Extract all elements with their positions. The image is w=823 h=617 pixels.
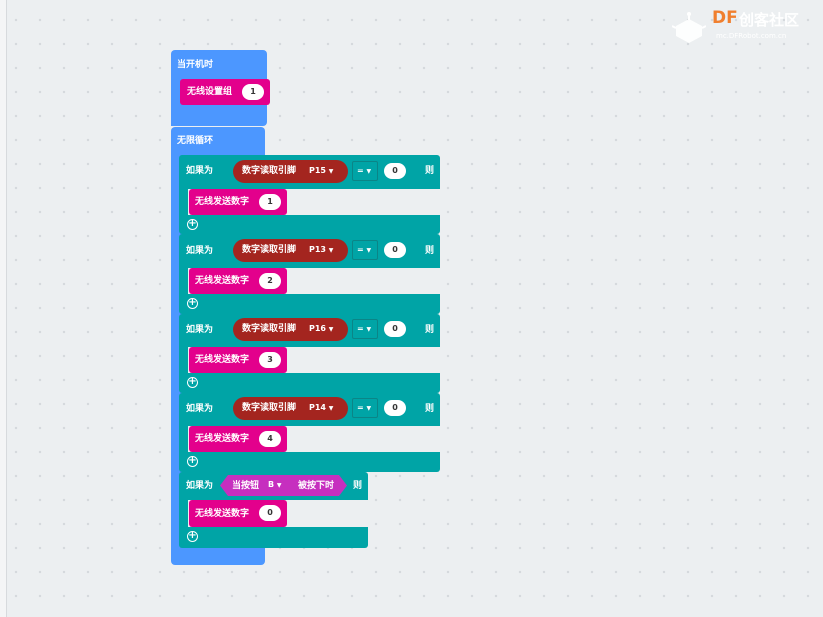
pin-dropdown[interactable]: P14 ▼ <box>309 400 333 417</box>
digital-read-pin-block[interactable]: 数字读取引脚 P13 ▼ <box>233 239 348 262</box>
digital-read-pin-block[interactable]: 数字读取引脚 P15 ▼ <box>233 160 348 183</box>
on-start-label: 当开机时 <box>177 60 214 70</box>
digital-read-pin-block[interactable]: 数字读取引脚 P16 ▼ <box>233 318 348 341</box>
send-value-input[interactable]: 1 <box>259 194 281 210</box>
logo-url: mc.DFRobot.com.cn <box>716 32 787 40</box>
compare-operator[interactable]: = ▼ <box>352 319 378 339</box>
chevron-down-icon: ▼ <box>328 405 334 412</box>
pin-dropdown[interactable]: P13 ▼ <box>309 242 333 259</box>
pin-value: P15 <box>309 166 326 175</box>
add-else-icon[interactable]: + <box>187 218 198 230</box>
send-value-input[interactable]: 0 <box>259 505 281 521</box>
radio-send-number-block[interactable]: 无线发送数字 2 <box>189 268 287 294</box>
send-value-input[interactable]: 4 <box>259 431 281 447</box>
compare-operator[interactable]: = ▼ <box>352 161 378 181</box>
compare-operator[interactable]: = ▼ <box>352 398 378 418</box>
compare-value-input[interactable]: 0 <box>384 321 406 337</box>
add-else-icon[interactable]: + <box>187 376 198 388</box>
radio-send-number-block[interactable]: 无线发送数字 0 <box>189 500 287 527</box>
button-dropdown[interactable]: B ▼ <box>268 477 282 494</box>
compare-value-input[interactable]: 0 <box>384 400 406 416</box>
radio-send-number-block[interactable]: 无线发送数字 3 <box>189 347 287 373</box>
add-else-icon[interactable]: + <box>187 530 198 542</box>
pressed-label: 被按下时 <box>298 481 335 491</box>
logo-brand: DF <box>712 8 738 28</box>
send-value-input[interactable]: 2 <box>259 273 281 289</box>
digital-read-pin-block[interactable]: 数字读取引脚 P14 ▼ <box>233 397 348 420</box>
chevron-down-icon: ▼ <box>366 168 372 175</box>
pin-value: P16 <box>309 324 326 333</box>
if-label: 如果为 <box>186 404 214 414</box>
then-label: 则 <box>353 481 363 491</box>
robot-icon <box>672 12 706 43</box>
operator-value: = <box>357 166 364 175</box>
operator-value: = <box>357 403 364 412</box>
chevron-down-icon: ▼ <box>276 482 282 489</box>
then-label: 则 <box>425 166 435 176</box>
radio-send-label: 无线发送数字 <box>195 355 250 365</box>
radio-set-group-block[interactable]: 无线设置组 1 <box>180 79 270 105</box>
chevron-down-icon: ▼ <box>328 247 334 254</box>
if-label: 如果为 <box>186 325 214 335</box>
radio-send-number-block[interactable]: 无线发送数字 1 <box>189 189 287 215</box>
chevron-down-icon: ▼ <box>366 405 372 412</box>
radio-set-group-label: 无线设置组 <box>187 87 233 97</box>
operator-value: = <box>357 245 364 254</box>
radio-send-label: 无线发送数字 <box>195 434 250 444</box>
digital-read-label: 数字读取引脚 <box>242 166 297 176</box>
chevron-down-icon: ▼ <box>366 247 372 254</box>
button-pressed-block[interactable]: 当按钮 B ▼ 被按下时 <box>220 475 347 496</box>
logo-text: 创客社区 <box>739 11 800 29</box>
chevron-down-icon: ▼ <box>328 326 334 333</box>
radio-send-label: 无线发送数字 <box>195 197 250 207</box>
then-label: 则 <box>425 246 435 256</box>
add-else-icon[interactable]: + <box>187 455 198 467</box>
radio-send-label: 无线发送数字 <box>195 509 250 519</box>
pin-dropdown[interactable]: P15 ▼ <box>309 163 333 180</box>
group-number-input[interactable]: 1 <box>242 84 264 100</box>
pin-value: P13 <box>309 245 326 254</box>
pin-value: P14 <box>309 403 326 412</box>
radio-send-number-block[interactable]: 无线发送数字 4 <box>189 426 287 452</box>
radio-send-label: 无线发送数字 <box>195 276 250 286</box>
compare-value-input[interactable]: 0 <box>384 242 406 258</box>
digital-read-label: 数字读取引脚 <box>242 324 297 334</box>
compare-value-input[interactable]: 0 <box>384 163 406 179</box>
digital-read-label: 数字读取引脚 <box>242 403 297 413</box>
if-label: 如果为 <box>186 166 214 176</box>
pin-dropdown[interactable]: P16 ▼ <box>309 321 333 338</box>
button-value: B <box>268 480 275 489</box>
chevron-down-icon: ▼ <box>366 326 372 333</box>
dfrobot-logo: DF 创客社区 mc.DFRobot.com.cn <box>672 6 812 46</box>
button-label: 当按钮 <box>232 481 260 491</box>
if-label: 如果为 <box>186 481 214 491</box>
if-label: 如果为 <box>186 246 214 256</box>
left-panel-edge <box>0 0 7 617</box>
forever-label: 无限循环 <box>177 136 214 146</box>
chevron-down-icon: ▼ <box>328 168 334 175</box>
compare-operator[interactable]: = ▼ <box>352 240 378 260</box>
send-value-input[interactable]: 3 <box>259 352 281 368</box>
then-label: 则 <box>425 404 435 414</box>
digital-read-label: 数字读取引脚 <box>242 245 297 255</box>
then-label: 则 <box>425 325 435 335</box>
operator-value: = <box>357 324 364 333</box>
add-else-icon[interactable]: + <box>187 297 198 309</box>
